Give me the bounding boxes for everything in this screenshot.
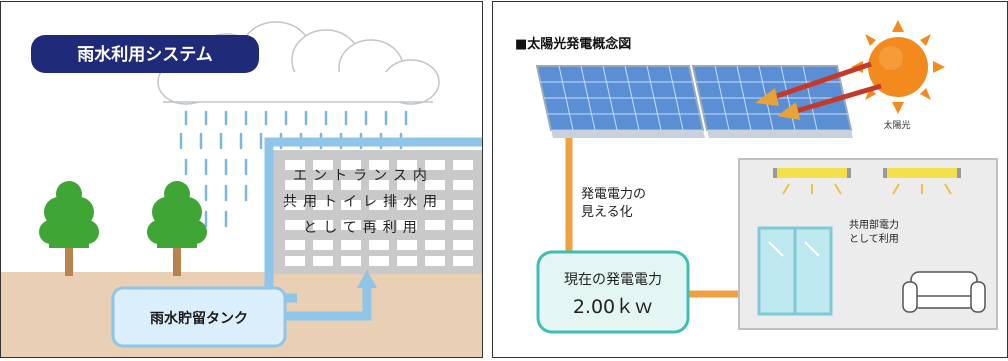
tank-label: 雨水貯留タンク (150, 310, 248, 327)
power-display (536, 250, 690, 334)
building-text-line-1: エントランス内 (293, 168, 433, 184)
shared-line-2: として利用 (849, 233, 899, 245)
title-badge (31, 35, 259, 73)
visualize-line-1: 発電電力の (581, 187, 646, 202)
tree-right (147, 181, 207, 276)
reuse-pipe (283, 288, 372, 321)
ceiling-lights (773, 168, 961, 195)
reuse-arrow-icon (357, 270, 377, 288)
room-window (757, 226, 833, 316)
solar-panel-left (535, 65, 705, 138)
building (273, 150, 482, 274)
display-label: 現在の発電電力 (564, 272, 662, 288)
visualize-line-2: 見える化 (581, 205, 633, 220)
solar-illustration: ■太陽光発電概念図 太陽光 (515, 20, 998, 334)
tree-left (39, 181, 99, 276)
display-value: 2.00ｋｗ (573, 296, 653, 318)
sunlight-arrows (755, 61, 882, 120)
building-text-line-3: として再利用 (303, 220, 423, 236)
sun-label: 太陽光 (883, 119, 910, 131)
rainwater-title: 雨水利用システム (77, 44, 213, 65)
solar-diagram: ■太陽光発電概念図 太陽光 (492, 1, 1008, 358)
building-windows (285, 160, 473, 266)
sofa-icon (902, 271, 986, 313)
cloud (157, 21, 440, 105)
rain-tank (111, 286, 287, 348)
rainwater-illustration: エントランス内 共用トイレ排水用 として再利用 雨水貯留タンク (1, 21, 482, 357)
solar-title: ■太陽光発電概念図 (515, 36, 631, 52)
building-text-line-2: 共用トイレ排水用 (283, 194, 443, 210)
rainwater-diagram: エントランス内 共用トイレ排水用 として再利用 雨水貯留タンク (0, 1, 483, 358)
shared-line-1: 共用部電力 (849, 218, 899, 231)
